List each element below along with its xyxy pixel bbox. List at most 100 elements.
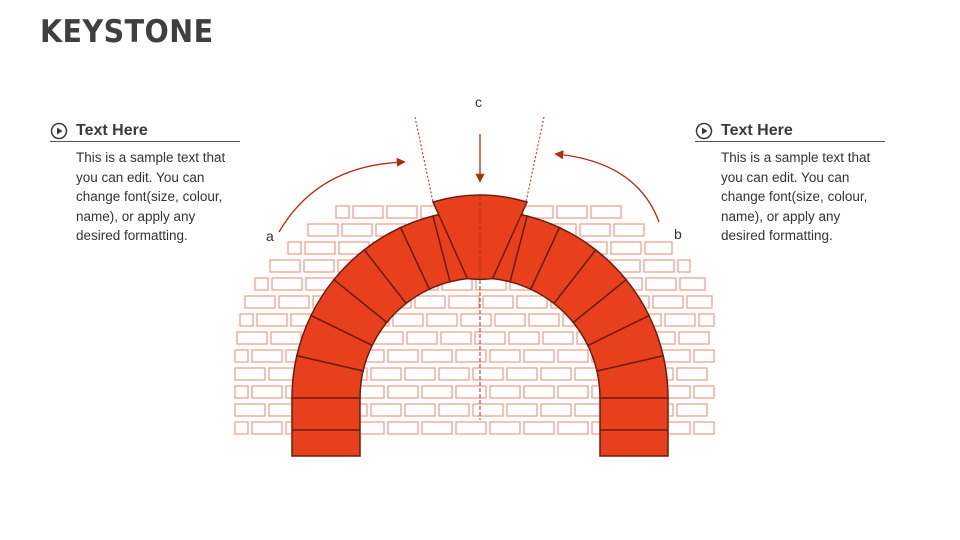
label-b: b [674,226,682,242]
wall-brick [244,295,276,309]
wall-brick [482,295,514,309]
label-a: a [266,228,274,244]
wall-brick [540,403,572,417]
wall-brick [678,331,710,345]
wall-brick [557,349,589,363]
right-curved-arrow [554,150,660,223]
left-curved-arrow [278,157,406,233]
wall-brick [440,331,472,345]
wall-brick [414,295,446,309]
wall-brick [406,331,438,345]
wall-brick [303,259,335,273]
wall-brick [677,259,691,273]
wall-brick [352,205,384,219]
wall-brick [679,277,706,291]
wall-brick [271,277,303,291]
left-callout-heading: Text Here [76,122,148,139]
wall-brick [256,313,288,327]
left-callout-body: This is a sample text that you can edit.… [76,150,226,243]
wall-brick [404,403,436,417]
wall-brick [528,313,560,327]
wall-brick [234,403,266,417]
wall-brick [643,259,675,273]
left-callout: Text Here This is a sample text that you… [50,122,240,246]
play-circle-icon [50,122,68,140]
wall-brick [693,421,715,435]
wall-brick [664,313,696,327]
wall-brick [516,295,548,309]
wall-brick [540,367,572,381]
keystone [431,194,529,281]
wall-brick [307,223,339,237]
right-callout: Text Here This is a sample text that you… [695,122,885,246]
wall-brick [335,205,350,219]
wall-brick [489,421,521,435]
wall-brick [590,205,622,219]
wall-brick [556,205,588,219]
wall-brick [239,313,254,327]
wall-brick [251,421,283,435]
left-callout-header: Text Here [50,122,240,142]
wall-brick [645,277,677,291]
right-callout-header: Text Here [695,122,885,142]
wall-brick [489,385,521,399]
wall-brick [278,295,310,309]
wall-brick [269,259,301,273]
wall-brick [234,385,249,399]
wall-brick [438,367,470,381]
label-c: c [475,94,482,110]
wall-brick [370,403,402,417]
wall-brick [287,241,302,255]
wall-brick [613,223,645,237]
wall-brick [438,403,470,417]
wall-brick [693,349,715,363]
wall-brick [254,277,269,291]
wall-brick [676,367,708,381]
wall-brick [304,241,336,255]
page-title: KEYSTONE [40,14,214,50]
wall-brick [506,403,538,417]
wall-brick [370,367,402,381]
wall-brick [387,421,419,435]
wall-brick [557,421,589,435]
wall-brick [489,349,521,363]
wall-brick [506,367,538,381]
wall-brick [686,295,713,309]
wall-brick [392,313,424,327]
wall-brick [455,385,487,399]
wall-brick [421,385,453,399]
wall-brick [386,205,418,219]
wall-brick [236,331,268,345]
wall-brick [542,331,574,345]
wall-brick [234,421,249,435]
right-callout-body: This is a sample text that you can edit.… [721,150,871,243]
left-dashed-guide [414,116,434,203]
wall-brick [387,349,419,363]
wall-brick [557,385,589,399]
wall-brick [652,295,684,309]
wall-brick [455,349,487,363]
wall-brick [460,313,492,327]
wall-brick [421,349,453,363]
wall-brick [494,313,526,327]
wall-brick [234,367,266,381]
wall-brick [610,241,642,255]
right-callout-heading: Text Here [721,122,793,139]
wall-brick [251,349,283,363]
wall-brick [448,295,480,309]
wall-brick [523,421,555,435]
wall-brick [387,385,419,399]
wall-brick [421,421,453,435]
wall-brick [341,223,373,237]
wall-brick [472,367,504,381]
right-springer-block [599,397,669,457]
left-springer-block [291,397,361,457]
wall-brick [474,331,506,345]
wall-brick [579,223,611,237]
play-circle-icon [695,122,713,140]
right-dashed-guide [525,116,545,203]
wall-brick [644,241,673,255]
wall-brick [426,313,458,327]
wall-brick [234,349,249,363]
